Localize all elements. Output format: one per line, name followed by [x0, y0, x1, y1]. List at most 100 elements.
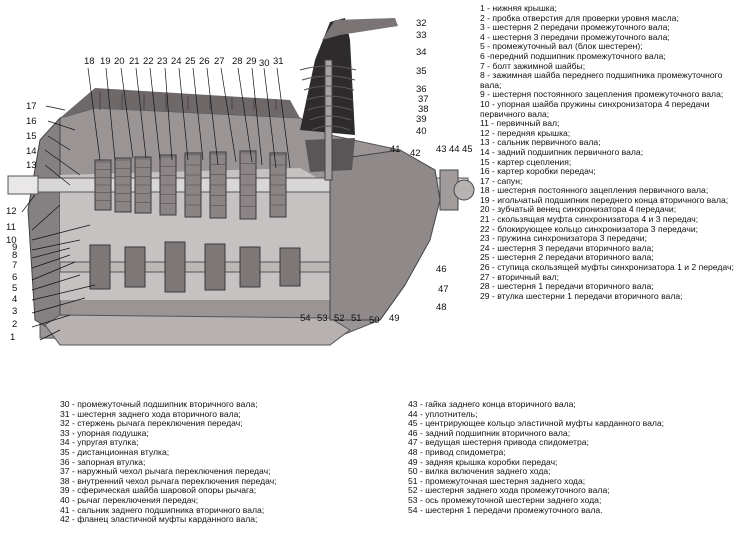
legend-item: 34 - упругая втулка; — [60, 437, 139, 448]
legend-item: 44 - уплотнитель; — [408, 408, 478, 419]
housing-top — [60, 88, 300, 118]
callout-leader — [87, 67, 101, 161]
callout-number: 40 — [416, 126, 427, 137]
boot-fold — [307, 105, 353, 111]
callout-leader — [192, 67, 204, 161]
legend-item: 5 - промежуточный вал (блок шестерен); — [480, 41, 643, 52]
legend-item: 30 - промежуточный подшипник вторичного … — [60, 399, 258, 409]
legend-item: 14 - задний подшипник первичного вала; — [480, 146, 644, 157]
boot-fold — [309, 115, 352, 121]
callout-number: 42 — [410, 148, 421, 159]
callout-number: 20 — [114, 56, 125, 67]
callout-number: 14 — [26, 146, 37, 157]
boot-fold — [299, 65, 357, 71]
callout-leader — [39, 329, 61, 341]
callout-number: 48 — [436, 302, 447, 313]
boot-fold — [305, 95, 354, 101]
countershaft-gear — [164, 241, 186, 293]
legend-bottom-left: 30 - промежуточный подшипник вторичного … — [60, 399, 390, 525]
callout-leader — [220, 67, 237, 163]
legend-item: 22 - блокирующее кольцо синхронизатора 3… — [480, 223, 699, 234]
legend-item: 26 - ступица скользящей муфты синхрониза… — [480, 262, 734, 273]
callout-number: 23 — [157, 56, 168, 67]
callout-number: 24 — [171, 56, 182, 67]
callout-number: 13 — [26, 160, 37, 171]
callout-number: 9 — [12, 242, 17, 253]
callout-number: 2 — [12, 319, 17, 330]
legend-item: 15 - картер сцепления; — [480, 156, 572, 167]
callout-number: 7 — [12, 260, 17, 271]
gearbox-drawing — [7, 18, 475, 346]
callout-number: 45 — [462, 144, 473, 155]
callout-leader — [105, 67, 116, 161]
callout-number: 38 — [418, 104, 429, 115]
callout-leader — [276, 67, 291, 169]
legend-item: 28 - шестерня 1 передачи вторичного вала… — [480, 281, 654, 292]
callout-leader — [31, 247, 71, 259]
callout-number: 28 — [232, 56, 243, 67]
callout-number: 51 — [351, 313, 362, 324]
countershaft-gear — [279, 247, 301, 287]
legend-right: 1 - нижняя крышка;2 - пробка отверстия д… — [480, 3, 746, 301]
callout-leader — [31, 204, 61, 231]
legend-item: 50 - вилка включения заднего хода; — [408, 466, 551, 477]
callout-number: 15 — [26, 131, 37, 142]
legend-item: 54 - шестерня 1 передачи промежуточного … — [408, 504, 603, 515]
callout-number: 10 — [6, 235, 17, 246]
legend-item: 32 - стержень рычага переключения переда… — [60, 418, 243, 429]
legend-item: 48 - привод спидометра; — [408, 446, 506, 457]
legend-item: 27 - вторичный вал; — [480, 271, 560, 282]
callout-leader — [31, 284, 96, 301]
callout-number: 44 — [449, 144, 460, 155]
legend-item: 49 - задняя крышка коробки передач; — [408, 456, 558, 467]
callout-number: 5 — [12, 283, 17, 294]
countershaft-gear — [89, 244, 111, 290]
legend-item: 18 - шестерня постоянного зацепления пер… — [480, 185, 709, 196]
callout-leader — [47, 135, 71, 151]
callout-number: 32 — [416, 18, 427, 29]
callout-number: 21 — [129, 56, 140, 67]
legend-item: 52 - шестерня заднего хода промежуточног… — [408, 485, 610, 496]
legend-item: 17 - сапун; — [480, 175, 523, 186]
callout-leader — [31, 314, 71, 328]
legend-item: 19 - игольчатый подшипник переднего конц… — [480, 194, 729, 205]
callout-leader — [31, 239, 81, 251]
callout-number: 18 — [84, 56, 95, 67]
callout-number: 36 — [416, 84, 427, 95]
callout-number: 16 — [26, 116, 37, 127]
legend-item: 36 - запорная втулка; — [60, 456, 146, 467]
legend-item: 9 - шестерня постоянного зацепления пром… — [480, 89, 724, 100]
legend-item: 20 - зубчатый венец синхронизатора 4 пер… — [480, 204, 677, 215]
legend-item: 42 - фланец эластичной муфты карданного … — [60, 514, 258, 525]
callout-number: 49 — [389, 313, 400, 324]
callout-number: 8 — [12, 250, 17, 261]
legend-item: 1 - нижняя крышка; — [480, 3, 557, 13]
callout-number: 33 — [416, 30, 427, 41]
callout-leader — [44, 164, 71, 186]
legend-item: 25 - шестерня 2 передачи вторичного вала… — [480, 252, 654, 263]
legend-item: 4 - шестерня 3 передачи промежуточного в… — [480, 31, 670, 42]
callout-leader — [47, 120, 76, 131]
boot-fold — [301, 75, 356, 81]
legend-item: 23 - пружина синхронизатора 3 передачи; — [480, 233, 647, 244]
callout-leader — [120, 67, 134, 159]
legend-item: 43 - гайка заднего конца вторичного вала… — [408, 399, 576, 409]
legend-item: 51 - промежуточная шестерня заднего хода… — [408, 475, 586, 486]
callout-number: 50 — [369, 315, 380, 326]
legend-item: 6 -передний подшипник промежуточного вал… — [480, 50, 666, 61]
callout-number: 11 — [6, 222, 16, 233]
callout-number: 53 — [317, 313, 328, 324]
legend-item: 41 - сальник заднего подшипника вторично… — [60, 504, 265, 515]
callout-number: 6 — [12, 272, 17, 283]
legend-item: 45 - центрирующее кольцо эластичной муфт… — [408, 418, 665, 429]
legend-item: 16 - картер коробки передач; — [480, 166, 596, 177]
callout-number: 26 — [199, 56, 210, 67]
legend-item: 2 - пробка отверстия для проверки уровня… — [480, 12, 679, 23]
callout-number: 30 — [259, 58, 270, 69]
legend-item: 10 - упорная шайба пружины синхронизатор… — [480, 98, 710, 119]
callout-number: 47 — [438, 284, 449, 295]
legend-item: 12 - передняя крышка; — [480, 127, 571, 138]
callout-number: 43 — [436, 144, 447, 155]
countershaft-gear — [204, 243, 226, 291]
